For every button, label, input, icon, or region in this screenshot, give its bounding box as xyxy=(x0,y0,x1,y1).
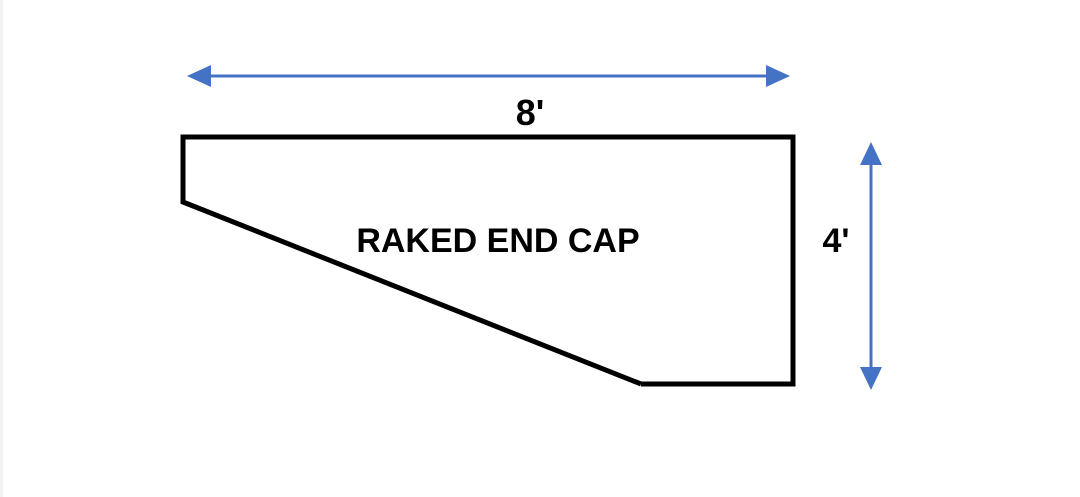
width-dimension-arrow xyxy=(187,65,790,87)
shape-label: RAKED END CAP xyxy=(356,222,639,260)
width-arrow-left-head xyxy=(187,65,211,87)
height-arrow-top-head xyxy=(860,142,882,165)
page-left-edge xyxy=(0,0,3,497)
width-label: 8' xyxy=(516,92,545,133)
height-label: 4' xyxy=(823,222,850,260)
height-dimension-arrow xyxy=(860,142,882,390)
height-arrow-bottom-head xyxy=(860,367,882,390)
raked-end-cap-outline xyxy=(180,134,796,387)
width-arrow-right-head xyxy=(766,65,790,87)
